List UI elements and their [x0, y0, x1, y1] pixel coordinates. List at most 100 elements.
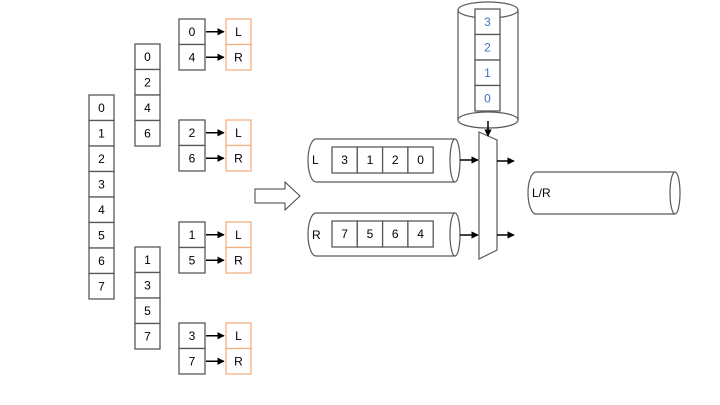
pair-value-cell-value: 6 — [189, 151, 196, 165]
pair-label-cell: L — [225, 322, 252, 350]
pair-label-cell: R — [225, 246, 252, 274]
input-cell: 6 — [88, 247, 115, 275]
left-stream-cell-value: 1 — [367, 153, 374, 167]
pair-label-cell-value: R — [234, 354, 243, 368]
output-label: L/R — [532, 186, 551, 200]
select-cell-value: 1 — [484, 66, 491, 80]
right-stream-cell-value: 6 — [392, 227, 399, 241]
select-cell: 1 — [474, 59, 501, 87]
input-cell: 1 — [88, 119, 115, 147]
even-cell: 6 — [134, 119, 161, 147]
pair-label-cell-value: L — [235, 25, 242, 39]
pair-value-cell-value: 2 — [189, 126, 196, 140]
output-cylinder: L/R — [527, 171, 681, 215]
pair-value-cell-value: 3 — [189, 329, 196, 343]
pair-value-cell-value: 7 — [189, 354, 196, 368]
left-stream-cell: 2 — [381, 146, 409, 174]
input-cell: 4 — [88, 196, 115, 224]
pair-group: 2 L 6 R — [178, 119, 252, 172]
left-stream-cell: 0 — [407, 146, 434, 174]
pair-label-cell-value: L — [235, 126, 242, 140]
pair-group: 0 L 4 R — [178, 18, 252, 71]
pair-label-cell: L — [225, 221, 252, 249]
right-stream-label: R — [312, 228, 321, 242]
select-cell: 3 — [474, 8, 501, 36]
left-stream-cell: 1 — [356, 146, 384, 174]
pair-value-cell-value: 4 — [189, 50, 196, 64]
odd-cell-value: 3 — [144, 278, 151, 292]
odd-cell: 7 — [134, 322, 161, 350]
odd-cell-value: 1 — [144, 253, 151, 267]
even-cell: 4 — [134, 94, 161, 122]
right-stream-cell-value: 7 — [341, 227, 348, 241]
select-cell-value: 0 — [484, 91, 491, 105]
pair-value-cell: 6 — [178, 144, 206, 172]
pair-value-cell: 2 — [178, 119, 206, 147]
input-cell-value: 3 — [98, 177, 105, 191]
even-cell: 2 — [134, 68, 161, 96]
right-stream-cell-value: 4 — [417, 227, 424, 241]
select-cell-value: 2 — [484, 40, 491, 54]
pair-label-cell: L — [225, 119, 252, 147]
input-cell: 3 — [88, 170, 115, 198]
select-cell-value: 3 — [484, 15, 491, 29]
select-cell: 0 — [474, 84, 501, 112]
select-cell: 2 — [474, 33, 501, 61]
odd-cell-value: 7 — [144, 329, 151, 343]
even-cell-value: 4 — [144, 101, 151, 115]
input-cell: 0 — [88, 94, 115, 122]
select-cylinder: 3 2 1 0 — [457, 1, 519, 129]
left-stream-cell: 3 — [331, 146, 358, 174]
even-cell-value: 2 — [144, 75, 151, 89]
pair-value-cell-value: 0 — [189, 25, 196, 39]
odd-cell: 5 — [134, 297, 161, 325]
right-stream-cell: 7 — [331, 220, 358, 248]
input-cell-value: 4 — [98, 203, 105, 217]
pair-group: 1 L 5 R — [178, 221, 252, 274]
pair-label-cell: L — [225, 18, 252, 46]
pair-value-cell: 4 — [178, 43, 206, 71]
right-stream-cell: 6 — [381, 220, 409, 248]
pair-label-cell-value: R — [234, 253, 243, 267]
pair-value-cell-value: 1 — [189, 228, 196, 242]
pair-label-cell-value: L — [235, 329, 242, 343]
pair-value-cell-value: 5 — [189, 253, 196, 267]
odd-cell-value: 5 — [144, 304, 151, 318]
pair-label-cell: R — [225, 144, 252, 172]
input-cell-value: 5 — [98, 228, 105, 242]
input-cell-value: 1 — [98, 126, 105, 140]
pair-group: 3 L 7 R — [178, 322, 252, 375]
input-cell: 2 — [88, 145, 115, 173]
even-cell: 0 — [134, 43, 161, 71]
input-cell-value: 0 — [98, 101, 105, 115]
pair-label-cell-value: L — [235, 228, 242, 242]
input-cell-value: 7 — [98, 279, 105, 293]
pair-label-cell-value: R — [234, 151, 243, 165]
left-stream-cell-value: 2 — [392, 153, 399, 167]
input-cell: 5 — [88, 221, 115, 249]
odd-cell: 1 — [134, 246, 161, 274]
pair-value-cell: 0 — [178, 18, 206, 46]
pair-value-cell: 5 — [178, 246, 206, 274]
even-cell-value: 0 — [144, 50, 151, 64]
pair-value-cell: 1 — [178, 221, 206, 249]
pair-label-cell: R — [225, 43, 252, 71]
right-stream-cell: 4 — [407, 220, 434, 248]
pair-label-cell-value: R — [234, 50, 243, 64]
input-cell: 7 — [88, 272, 115, 300]
left-stream-cell-value: 0 — [417, 153, 424, 167]
multiplexer — [478, 131, 498, 260]
left-stream-label: L — [312, 153, 319, 167]
odd-cell: 3 — [134, 271, 161, 299]
input-cell-value: 2 — [98, 152, 105, 166]
left-stream-cylinder: L 3 1 2 0 — [307, 138, 461, 183]
right-stream-cell: 5 — [356, 220, 384, 248]
left-stream-cell-value: 3 — [341, 153, 348, 167]
pair-value-cell: 3 — [178, 322, 206, 350]
even-cell-value: 6 — [144, 126, 151, 140]
pair-value-cell: 7 — [178, 347, 206, 375]
transform-arrow — [254, 180, 301, 212]
input-cell-value: 6 — [98, 254, 105, 268]
